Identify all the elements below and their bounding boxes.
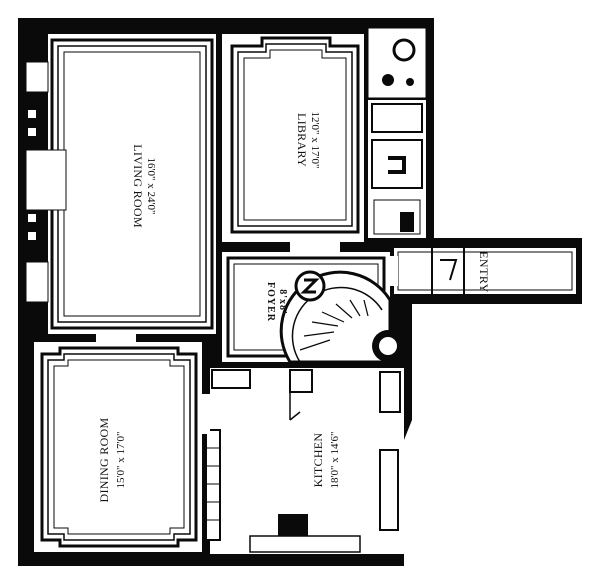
room-interiors (34, 34, 576, 554)
dining-room-size: 15'0" x 17'0" (115, 432, 127, 489)
foyer-label: FOYER 8'x8' (265, 282, 288, 322)
kitchen-fixtures (205, 369, 401, 553)
dining-room-outline (40, 346, 198, 548)
living-room-label: LIVING ROOM 16'0" x 24'0" (131, 144, 157, 228)
dining-room-label: DINING ROOM 15'0" x 17'0" (97, 417, 127, 502)
library-outline (230, 36, 360, 234)
library-name: LIBRARY (295, 113, 309, 167)
utility-column (367, 27, 427, 235)
living-room-name: LIVING ROOM (131, 144, 145, 228)
living-room-windows (25, 61, 67, 303)
kitchen-name: KITCHEN (311, 433, 325, 488)
living-room-size: 16'0" x 24'0" (145, 158, 157, 215)
foyer-size: 8'x8' (277, 289, 288, 315)
foyer-name: FOYER (265, 282, 276, 322)
doorways (96, 242, 398, 434)
kitchen-label: KITCHEN 18'0" x 14'6" (311, 432, 341, 489)
dining-room-name: DINING ROOM (97, 417, 111, 502)
entry-label: ENTRY (477, 251, 491, 293)
library-label: LIBRARY 12'0" x 17'0" (295, 112, 321, 169)
foyer-medallion (294, 270, 326, 302)
library-size: 12'0" x 17'0" (309, 112, 321, 169)
radiator-marks (28, 110, 36, 240)
entry-name: ENTRY (477, 251, 491, 293)
entry-corridor (397, 248, 573, 294)
kitchen-size: 18'0" x 14'6" (329, 432, 341, 489)
